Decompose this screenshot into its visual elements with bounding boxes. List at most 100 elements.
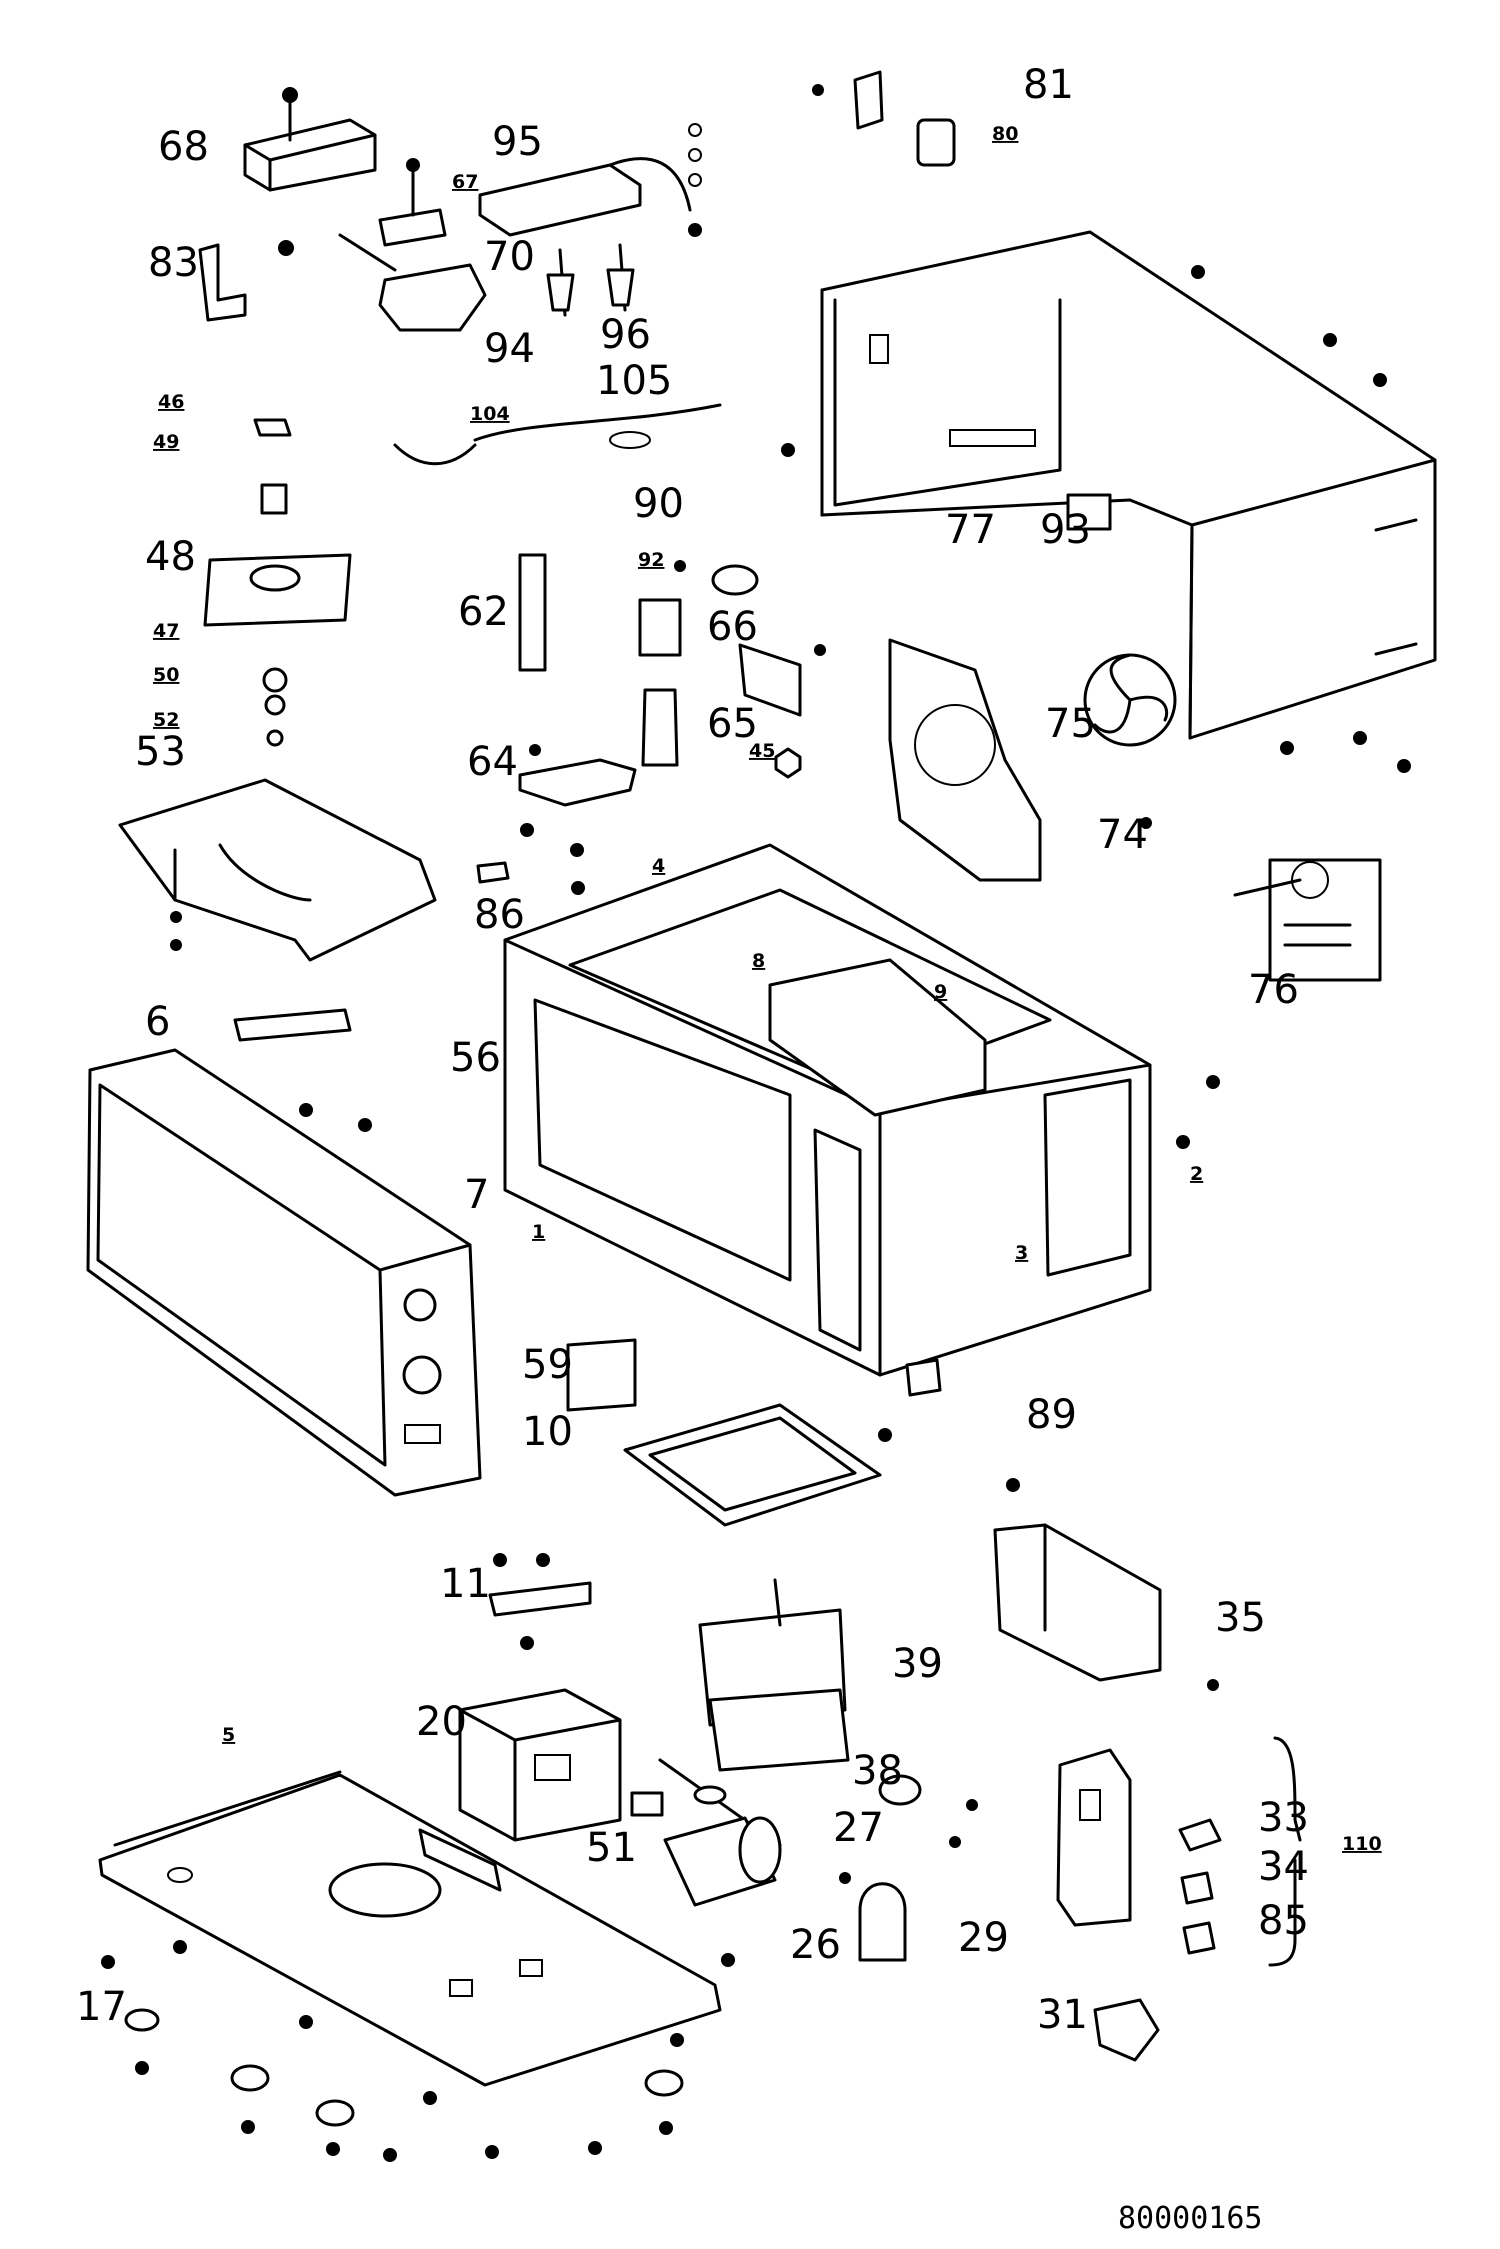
callout-68: 68 <box>158 124 209 170</box>
callout-62: 62 <box>458 589 509 635</box>
callout-11: 11 <box>440 1561 491 1607</box>
callout-85: 85 <box>1258 1898 1309 1944</box>
part-39-magnetron <box>698 1578 850 1772</box>
callout-93: 93 <box>1040 507 1091 553</box>
part-11-bracket <box>488 1553 592 1650</box>
callout-59: 59 <box>522 1342 573 1388</box>
part-53-waveguide-cover <box>118 778 437 962</box>
callout-76: 76 <box>1248 967 1299 1013</box>
callout-9: 9 <box>934 981 947 1003</box>
callout-52: 52 <box>153 709 179 731</box>
callout-10: 10 <box>522 1409 573 1455</box>
part-90-92-lamp-cover <box>674 560 759 596</box>
callout-35: 35 <box>1215 1595 1266 1641</box>
part-31-latch <box>1093 1998 1160 2062</box>
callout-81: 81 <box>1023 62 1074 108</box>
part-86-block <box>476 861 510 884</box>
callout-38: 38 <box>852 1748 903 1794</box>
diagram-code: 80000165 <box>1118 2201 1263 2236</box>
part-68-thermal-cutout <box>243 87 377 192</box>
callout-86: 86 <box>474 892 525 938</box>
callout-95: 95 <box>492 119 543 165</box>
part-20-transformer <box>458 1688 622 1842</box>
callout-45: 45 <box>749 740 775 762</box>
callout-6: 6 <box>145 999 170 1045</box>
part-95-96-switch-board <box>478 123 702 317</box>
part-81-80-cover <box>812 70 956 167</box>
callout-8: 8 <box>752 950 765 972</box>
stirrer-assembly <box>203 418 352 747</box>
inner-cavity-assembly <box>503 843 1152 1377</box>
part-29-cover <box>839 1872 907 1962</box>
callout-47: 47 <box>153 620 179 642</box>
callout-48: 48 <box>145 534 196 580</box>
part-64-bracket <box>518 744 637 807</box>
callout-26: 26 <box>790 1922 841 1968</box>
callout-96: 96 <box>600 312 651 358</box>
callout-64: 64 <box>467 739 518 785</box>
callout-5: 5 <box>222 1724 235 1746</box>
callout-46: 46 <box>158 391 184 413</box>
part-56-hinge-bracket <box>233 1008 372 1132</box>
callout-89: 89 <box>1026 1392 1077 1438</box>
callout-1: 1 <box>532 1221 545 1243</box>
part-38-fuse-holder <box>878 1774 978 1848</box>
callout-29: 29 <box>958 1915 1009 1961</box>
door-assembly <box>86 1048 482 1497</box>
part-104-105-wiring <box>393 403 722 466</box>
callout-74: 74 <box>1097 812 1148 858</box>
callout-105: 105 <box>596 358 672 404</box>
callout-70: 70 <box>484 234 535 280</box>
callout-20: 20 <box>416 1699 467 1745</box>
part-35-duct <box>993 1478 1219 1691</box>
callout-50: 50 <box>153 664 179 686</box>
callout-77: 77 <box>945 507 996 553</box>
part-10-tray-support <box>623 1403 882 1527</box>
part-67-70-94-interlock <box>338 158 487 332</box>
callout-90: 90 <box>633 481 684 527</box>
part-65-66-lamp <box>638 598 826 779</box>
callout-83: 83 <box>148 240 199 286</box>
feet-and-screws <box>101 1940 735 2162</box>
callout-17: 17 <box>76 1984 127 2030</box>
callout-3: 3 <box>1015 1242 1028 1264</box>
callout-75: 75 <box>1045 701 1096 747</box>
callout-80: 80 <box>992 123 1018 145</box>
part-89-block <box>878 1358 942 1442</box>
part-5-base-plate <box>98 1770 722 2087</box>
callout-39: 39 <box>892 1641 943 1687</box>
callout-65: 65 <box>707 701 758 747</box>
callout-2: 2 <box>1190 1163 1203 1185</box>
cabinet-screws <box>781 265 1411 773</box>
part-76-fan-motor <box>1233 858 1382 982</box>
callout-56: 56 <box>450 1035 501 1081</box>
callout-34: 34 <box>1258 1844 1309 1890</box>
callout-66: 66 <box>707 604 758 650</box>
callout-49: 49 <box>153 431 179 453</box>
part-27-51-diode <box>630 1758 782 1847</box>
part-59-label <box>566 1338 637 1412</box>
callout-110: 110 <box>1342 1833 1382 1855</box>
callout-4: 4 <box>652 855 665 877</box>
part-75-fan-blade <box>1083 653 1177 747</box>
callout-94: 94 <box>484 326 535 372</box>
callout-92: 92 <box>638 549 664 571</box>
part-93-block <box>1066 493 1112 531</box>
callout-7: 7 <box>464 1172 489 1218</box>
outer-cabinet <box>820 230 1437 740</box>
part-83-bracket <box>198 240 294 322</box>
cavity-screws <box>520 823 1220 1149</box>
callout-67: 67 <box>452 171 478 193</box>
callout-51: 51 <box>586 1825 637 1871</box>
part-74-fan-duct <box>888 638 1152 882</box>
callout-31: 31 <box>1037 1992 1088 2038</box>
latch-switch-assembly <box>1056 1736 1302 1967</box>
part-62-choke <box>518 553 547 672</box>
part-26-capacitor <box>663 1816 782 1907</box>
callout-53: 53 <box>135 729 186 775</box>
callout-104: 104 <box>470 403 510 425</box>
callout-27: 27 <box>833 1805 884 1851</box>
